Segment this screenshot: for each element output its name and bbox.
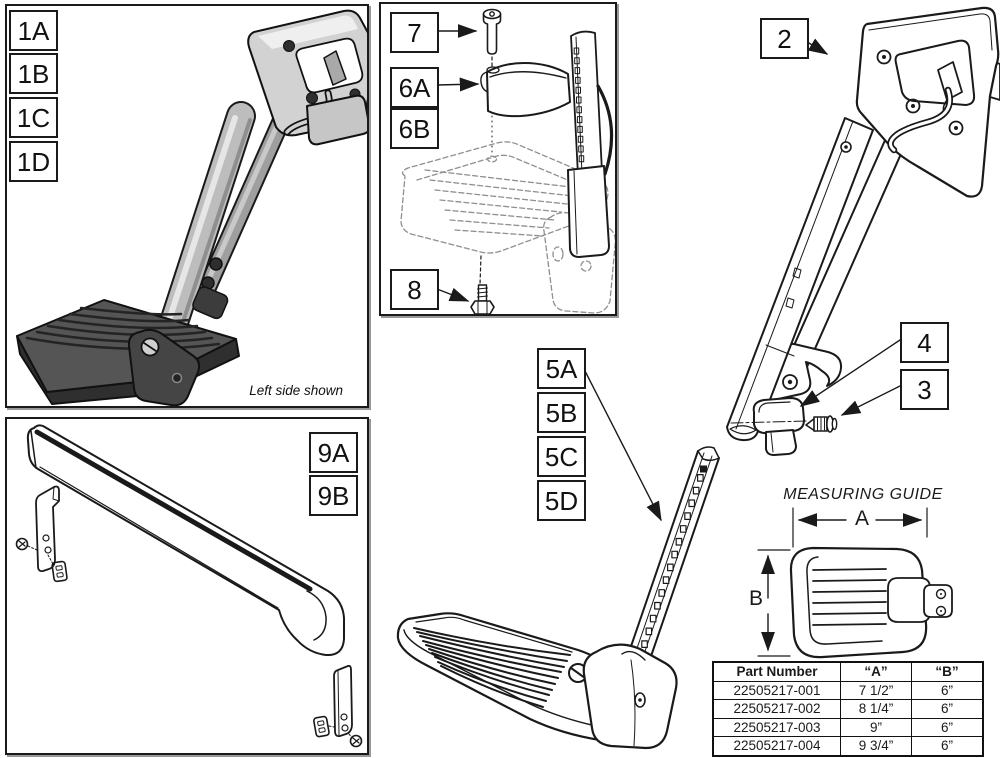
callout-9a-label: 9A bbox=[317, 437, 350, 468]
dim-b-cell: 6” bbox=[911, 736, 984, 757]
header-dim-a: “A” bbox=[840, 661, 912, 682]
header-part-number: Part Number bbox=[712, 661, 841, 682]
callout-4: 4 bbox=[900, 322, 949, 363]
callout-1c: 1C bbox=[9, 97, 58, 138]
part-number-cell: 22505217-001 bbox=[712, 680, 841, 701]
part-number-cell: 22505217-003 bbox=[712, 717, 841, 738]
parts-table-header-row: Part Number “A” “B” bbox=[712, 661, 984, 682]
panel-footrest-assembly: 1A 1B 1C 1D Left side shown bbox=[5, 4, 369, 408]
dim-a-cell: 9” bbox=[840, 717, 912, 738]
callout-6b: 6B bbox=[390, 108, 439, 149]
dimension-a-label: A bbox=[854, 507, 869, 530]
table-row: 22505217-003 9” 6” bbox=[712, 717, 984, 738]
callout-1a-label: 1A bbox=[17, 15, 50, 46]
heel-loop-exploded-art bbox=[400, 8, 615, 314]
callout-6a-label: 6A bbox=[398, 72, 431, 103]
callout-5a: 5A bbox=[537, 348, 586, 389]
callout-5b: 5B bbox=[537, 392, 586, 433]
footrest-assembly-shaded-art bbox=[16, 9, 367, 406]
callout-6a: 6A bbox=[390, 67, 439, 108]
callout-5c: 5C bbox=[537, 436, 586, 477]
measuring-guide-title: MEASURING GUIDE bbox=[783, 486, 943, 503]
callout-3: 3 bbox=[900, 369, 949, 410]
table-row: 22505217-002 8 1/4” 6” bbox=[712, 699, 984, 719]
callout-5b-label: 5B bbox=[545, 397, 578, 428]
dim-b-cell: 6” bbox=[911, 680, 984, 701]
callout-7: 7 bbox=[390, 12, 439, 53]
callout-9b: 9B bbox=[309, 475, 358, 516]
calf-panel-art bbox=[15, 424, 363, 748]
callout-9b-label: 9B bbox=[317, 480, 350, 511]
callout-5d-label: 5D bbox=[544, 485, 579, 516]
callout-1c-label: 1C bbox=[16, 102, 51, 133]
callout-3-label: 3 bbox=[917, 374, 932, 405]
callout-7-label: 7 bbox=[407, 17, 422, 48]
caption-left-side-shown: Left side shown bbox=[249, 383, 343, 398]
panel-calf-panel: 9A 9B bbox=[5, 417, 369, 755]
parts-table: Part Number “A” “B” 22505217-001 7 1/2” … bbox=[712, 661, 984, 757]
callout-8: 8 bbox=[390, 269, 439, 310]
callout-6b-label: 6B bbox=[398, 113, 431, 144]
dim-a-cell: 9 3/4” bbox=[840, 736, 912, 757]
callout-1b-label: 1B bbox=[17, 58, 50, 89]
table-row: 22505217-004 9 3/4” 6” bbox=[712, 736, 984, 757]
callout-1d-label: 1D bbox=[16, 146, 51, 177]
header-dim-b: “B” bbox=[911, 661, 984, 682]
callout-8-label: 8 bbox=[407, 274, 422, 305]
dimension-b-label: B bbox=[748, 587, 763, 610]
dim-b-cell: 6” bbox=[911, 699, 984, 719]
dim-a-cell: 8 1/4” bbox=[840, 699, 912, 719]
dim-b-cell: 6” bbox=[911, 717, 984, 738]
dim-a-cell: 7 1/2” bbox=[840, 680, 912, 701]
panel-heel-loop: 7 6A 6B 8 bbox=[379, 2, 617, 316]
table-row: 22505217-001 7 1/2” 6” bbox=[712, 680, 984, 701]
part-number-cell: 22505217-002 bbox=[712, 699, 841, 719]
part-number-cell: 22505217-004 bbox=[712, 736, 841, 757]
callout-2: 2 bbox=[760, 18, 809, 59]
callout-2-label: 2 bbox=[777, 23, 792, 54]
callout-5a-label: 5A bbox=[545, 353, 578, 384]
callout-5c-label: 5C bbox=[544, 441, 579, 472]
callout-1a: 1A bbox=[9, 10, 58, 51]
callout-9a: 9A bbox=[309, 432, 358, 473]
callout-1b: 1B bbox=[9, 53, 58, 94]
callout-4-label: 4 bbox=[917, 327, 932, 358]
callout-1d: 1D bbox=[9, 141, 58, 182]
callout-5d: 5D bbox=[537, 480, 586, 521]
